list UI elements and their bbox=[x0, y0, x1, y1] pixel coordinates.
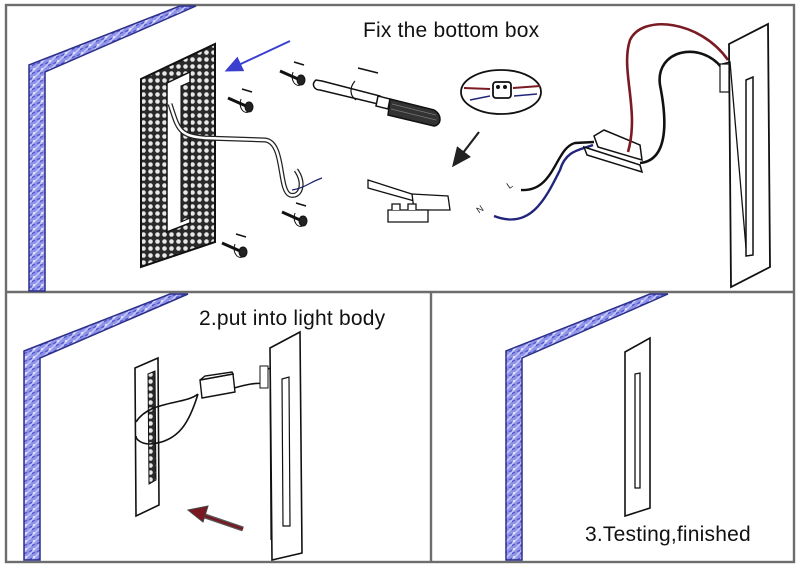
blue-direction-arrow bbox=[224, 40, 291, 72]
panel-step2 bbox=[23, 293, 303, 562]
wall-edge bbox=[23, 293, 189, 561]
screw bbox=[227, 88, 254, 113]
terminal-block bbox=[367, 179, 451, 223]
screw bbox=[279, 61, 306, 86]
panel-step1: L N bbox=[28, 5, 771, 292]
step2-title: 2.put into light body bbox=[199, 307, 386, 330]
live-wire bbox=[520, 140, 595, 192]
light-fixture-faceplate bbox=[719, 22, 771, 289]
output-wire-black bbox=[639, 50, 724, 165]
panel-step3 bbox=[505, 293, 669, 561]
connector-detail-callout bbox=[460, 69, 542, 115]
wall-edge bbox=[505, 293, 669, 561]
screw bbox=[221, 233, 248, 258]
outer-border bbox=[4, 3, 796, 564]
mounting-screws bbox=[221, 61, 308, 258]
installed-light-fixture bbox=[624, 336, 651, 518]
step3-title: 3.Testing,finished bbox=[585, 523, 751, 546]
led-driver bbox=[199, 371, 236, 399]
screwdriver bbox=[312, 67, 441, 127]
diagram-frame bbox=[4, 3, 796, 564]
step1-title: Fix the bottom box bbox=[363, 19, 540, 42]
light-fixture-faceplate bbox=[259, 330, 303, 562]
wire-label-neutral: N bbox=[474, 203, 485, 215]
led-driver bbox=[582, 129, 644, 174]
screw bbox=[281, 202, 308, 227]
wire-label-live: L bbox=[505, 180, 515, 191]
output-wire-red bbox=[625, 23, 730, 153]
dark-direction-arrow bbox=[451, 131, 480, 168]
red-direction-arrow bbox=[186, 505, 244, 532]
wall-edge bbox=[28, 5, 197, 292]
mounting-box-in-wall bbox=[134, 356, 160, 518]
perforated-mounting-box bbox=[140, 42, 323, 269]
neutral-wire bbox=[493, 143, 594, 221]
